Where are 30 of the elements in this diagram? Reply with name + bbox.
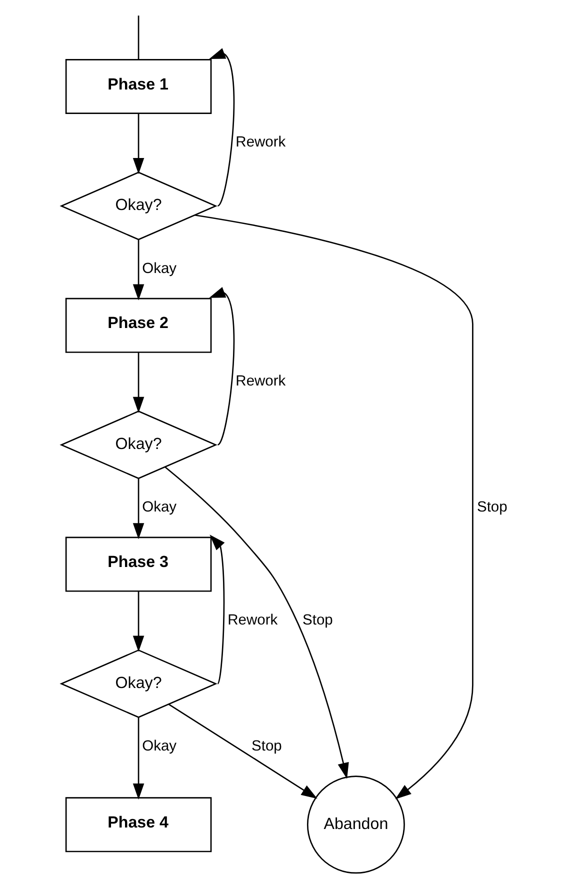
edge-label: Rework bbox=[235, 134, 286, 151]
edge-label: Stop bbox=[302, 612, 332, 628]
arrow bbox=[164, 466, 348, 779]
edge-label: Stop bbox=[476, 500, 507, 516]
arrow bbox=[209, 534, 224, 684]
node-box: Phase 4 bbox=[64, 797, 212, 852]
node-diamond: Okay? bbox=[59, 410, 217, 480]
arrow bbox=[132, 478, 144, 540]
node-diamond: Okay? bbox=[59, 649, 217, 718]
connector bbox=[137, 16, 139, 60]
node-box: Phase 2 bbox=[64, 298, 212, 353]
node-diamond: Okay? bbox=[59, 172, 217, 240]
arrow bbox=[132, 717, 144, 800]
arrow bbox=[132, 352, 144, 413]
edge-label: Okay bbox=[142, 738, 176, 755]
edge-label: Okay bbox=[142, 500, 176, 516]
arrow bbox=[208, 48, 234, 206]
arrow bbox=[194, 214, 473, 800]
arrow bbox=[132, 114, 144, 174]
node-box: Phase 1 bbox=[64, 59, 212, 114]
edge-label: Rework bbox=[227, 612, 278, 628]
node-circle: Abandon bbox=[306, 776, 404, 874]
arrow bbox=[208, 287, 234, 446]
arrow bbox=[132, 240, 144, 300]
edge-label: Okay bbox=[142, 260, 176, 277]
arrow bbox=[168, 704, 317, 799]
edge-label: Stop bbox=[251, 738, 282, 755]
arrow bbox=[132, 592, 144, 652]
edge-label: Rework bbox=[235, 374, 286, 390]
node-box: Phase 3 bbox=[64, 536, 212, 592]
